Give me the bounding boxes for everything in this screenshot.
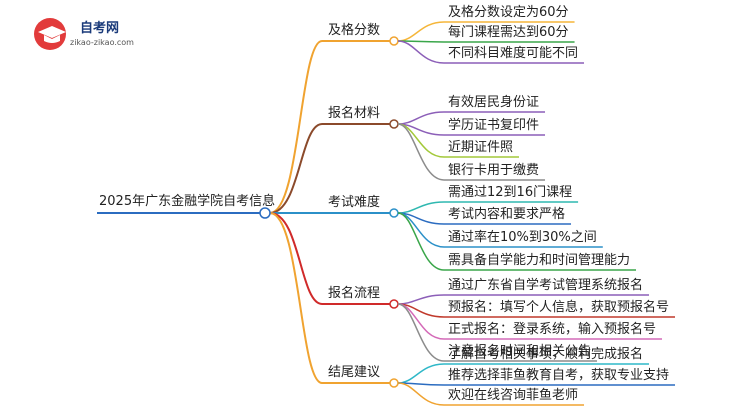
leaf-topic-4-2[interactable]: 欢迎在线咨询菲鱼老师 (448, 388, 579, 403)
leaf-topic-1-0[interactable]: 有效居民身份证 (448, 95, 540, 110)
branch-link-1 (269, 123, 323, 214)
logo-url: zikao-zikao.com (70, 38, 134, 47)
branch-node-0 (389, 36, 399, 46)
branch-link-4 (269, 212, 323, 384)
leaf-link-1-3 (397, 123, 445, 181)
branch-link-0 (269, 40, 323, 214)
branch-node-3 (389, 299, 399, 309)
leaf-topic-0-0[interactable]: 及格分数设定为60分 (448, 5, 569, 20)
branch-topic-3[interactable]: 报名流程 (328, 286, 381, 301)
leaf-topic-2-2[interactable]: 通过率在10%到30%之间 (448, 230, 597, 245)
leaf-link-1-0 (397, 111, 445, 125)
leaf-link-4-0 (397, 363, 445, 384)
leaf-link-2-3 (397, 212, 445, 271)
leaf-topic-4-0[interactable]: 了解自考相关事项，顺利完成报名 (448, 347, 644, 362)
leaf-link-1-2 (397, 123, 445, 158)
root-node (259, 207, 271, 219)
branch-node-2 (389, 208, 399, 218)
leaf-topic-3-3[interactable]: 注意报名时间和相关公告 (448, 344, 592, 359)
leaf-topic-1-1[interactable]: 学历证书复印件 (448, 118, 540, 133)
leaf-topic-3-2[interactable]: 正式报名：登录系统，输入预报名号 (448, 322, 657, 337)
leaf-topic-0-1[interactable]: 每门课程需达到60分 (448, 25, 569, 40)
leaf-topic-3-1[interactable]: 预报名：填写个人信息，获取预报名号 (448, 300, 670, 315)
leaf-topic-1-3[interactable]: 银行卡用于缴费 (448, 163, 540, 178)
leaf-link-0-2 (397, 40, 445, 64)
leaf-topic-2-1[interactable]: 考试内容和要求严格 (448, 207, 566, 222)
graduation-cap-icon (34, 18, 66, 50)
branch-node-4 (389, 378, 399, 388)
leaf-link-3-3 (397, 303, 445, 362)
branch-topic-4[interactable]: 结尾建议 (328, 365, 381, 380)
branch-link-3 (269, 212, 323, 305)
branch-node-1 (389, 119, 399, 129)
site-logo[interactable]: 自考网 zikao-zikao.com (30, 14, 150, 54)
leaf-topic-2-0[interactable]: 需通过12到16门课程 (448, 185, 573, 200)
leaf-topic-0-2[interactable]: 不同科目难度可能不同 (448, 46, 579, 61)
leaf-link-3-2 (397, 303, 445, 340)
logo-name: 自考网 (80, 21, 120, 36)
root-topic[interactable]: 2025年广东金融学院自考信息 (99, 194, 276, 209)
branch-topic-1[interactable]: 报名材料 (328, 106, 381, 121)
leaf-link-3-0 (397, 294, 445, 305)
leaf-link-2-2 (397, 212, 445, 248)
leaf-link-0-0 (397, 21, 445, 42)
branch-topic-2[interactable]: 考试难度 (328, 195, 381, 210)
leaf-topic-2-3[interactable]: 需具备自学能力和时间管理能力 (448, 253, 631, 268)
leaf-topic-4-1[interactable]: 推荐选择菲鱼教育自考，获取专业支持 (448, 368, 670, 383)
leaf-topic-3-0[interactable]: 通过广东省自学考试管理系统报名 (448, 278, 644, 293)
leaf-link-2-0 (397, 201, 445, 214)
leaf-topic-1-2[interactable]: 近期证件照 (448, 140, 514, 155)
branch-topic-0[interactable]: 及格分数 (328, 23, 381, 38)
leaf-link-4-2 (397, 382, 445, 406)
